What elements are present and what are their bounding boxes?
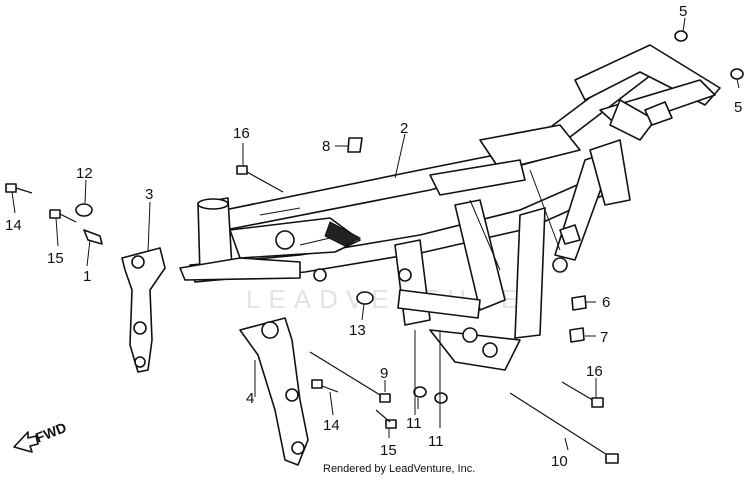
nut-11-lower <box>434 392 448 404</box>
clip-1 <box>83 229 103 245</box>
callout-labels: 5 5 2 8 16 12 14 3 15 1 13 6 7 9 4 14 15… <box>5 3 742 470</box>
callout-8: 8 <box>322 138 330 155</box>
plate-6 <box>571 295 587 311</box>
callout-15-left: 15 <box>47 250 64 267</box>
callout-7: 7 <box>600 329 608 346</box>
nut-13 <box>356 291 374 305</box>
callout-1: 1 <box>83 268 91 285</box>
front-engine-hanger-right <box>239 317 309 466</box>
bolt-10 <box>509 392 619 464</box>
callout-16-right: 16 <box>586 363 603 380</box>
nut-5-right <box>730 68 744 80</box>
fwd-label: FWD <box>33 419 69 446</box>
callout-13: 13 <box>349 322 366 339</box>
bolt-16-top <box>236 165 284 193</box>
arrow-left-icon <box>13 431 39 453</box>
bolt-14-lower <box>311 379 339 393</box>
bolt-15-lower <box>375 409 397 429</box>
callout-6: 6 <box>602 294 610 311</box>
callout-9: 9 <box>380 365 388 382</box>
nut-12 <box>75 203 93 217</box>
main-frame <box>179 44 721 371</box>
bolt-15-left <box>49 209 77 223</box>
callout-4: 4 <box>246 390 254 407</box>
callout-3: 3 <box>145 186 153 203</box>
callout-15-lower: 15 <box>380 442 397 459</box>
front-engine-hanger-left <box>121 247 166 373</box>
forward-direction-indicator: FWD <box>13 419 69 453</box>
callout-14-left: 14 <box>5 217 22 234</box>
callout-5-right: 5 <box>734 99 742 116</box>
plate-8 <box>347 137 363 153</box>
nut-5-top <box>674 30 688 42</box>
bolt-16-right <box>561 381 604 408</box>
callout-11-lower: 11 <box>428 433 444 450</box>
credit-text: Rendered by LeadVenture, Inc. <box>323 463 476 475</box>
callout-2: 2 <box>400 120 408 137</box>
callout-14-lower: 14 <box>323 417 340 434</box>
callout-11-upper: 11 <box>406 415 422 432</box>
callout-16-top: 16 <box>233 125 250 142</box>
nut-11-upper <box>413 386 427 398</box>
callout-12: 12 <box>76 165 93 182</box>
bolt-9 <box>309 351 391 403</box>
callout-5-top: 5 <box>679 3 687 20</box>
callout-10: 10 <box>551 453 568 470</box>
bolt-14-left <box>5 183 33 194</box>
plate-7 <box>569 327 585 343</box>
leader-lines <box>11 17 740 451</box>
